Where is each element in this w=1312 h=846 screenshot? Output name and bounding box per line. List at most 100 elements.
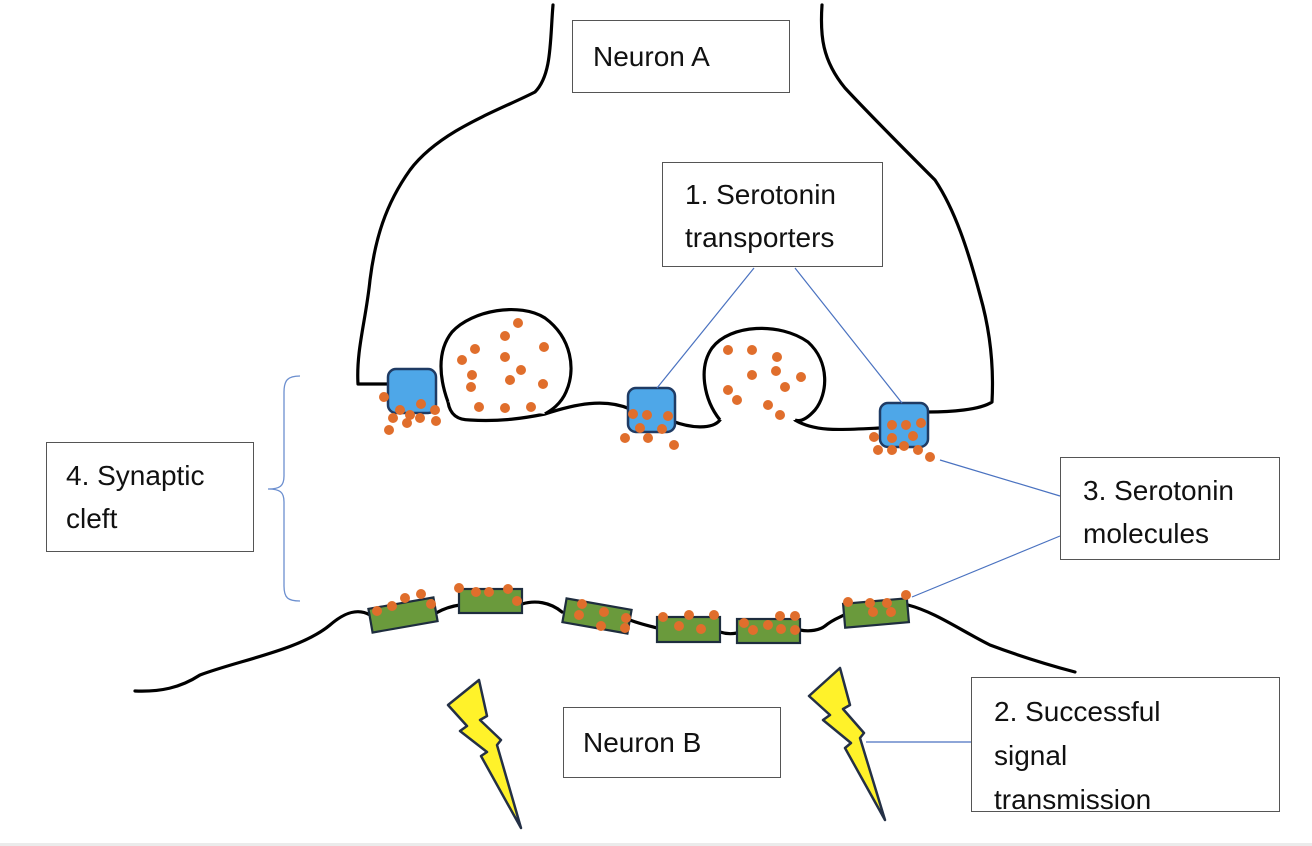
receptor <box>655 615 722 644</box>
serotonin-molecule <box>500 331 510 341</box>
serotonin-molecule <box>913 445 923 455</box>
serotonin-molecule <box>732 395 742 405</box>
serotonin-molecule <box>513 318 523 328</box>
label-line: 1. Serotonin <box>685 179 836 210</box>
serotonin-molecule <box>739 618 749 628</box>
serotonin-molecule <box>426 599 436 609</box>
serotonin-molecule <box>574 610 584 620</box>
serotonin-molecule <box>775 410 785 420</box>
label-line: transmission <box>994 784 1152 815</box>
serotonin-molecule <box>843 597 853 607</box>
serotonin-molecule <box>388 413 398 423</box>
serotonin-molecule <box>500 352 510 362</box>
serotonin-molecule <box>596 621 606 631</box>
serotonin-molecule <box>505 375 515 385</box>
serotonin-molecule <box>772 352 782 362</box>
serotonin-molecule <box>454 583 464 593</box>
neuron-a-outline <box>356 3 995 432</box>
serotonin-molecule <box>516 365 526 375</box>
serotonin-molecule <box>628 409 638 419</box>
label-line: cleft <box>66 503 118 534</box>
serotonin-molecule <box>620 623 630 633</box>
serotonin-molecule <box>430 405 440 415</box>
synaptic-cleft-label: 4. Synaptic cleft <box>46 442 254 552</box>
serotonin-molecule <box>696 624 706 634</box>
serotonin-molecule <box>599 607 609 617</box>
serotonin-transporters-label: 1. Serotonin transporters <box>662 162 883 267</box>
serotonin-molecule <box>384 425 394 435</box>
serotonin-molecule <box>484 587 494 597</box>
serotonin-molecule <box>790 611 800 621</box>
serotonin-molecule <box>466 382 476 392</box>
serotonin-molecule <box>776 624 786 634</box>
serotonin-molecule <box>887 445 897 455</box>
label-line: 4. Synaptic <box>66 460 205 491</box>
serotonin-molecule <box>901 590 911 600</box>
serotonin-molecule <box>886 607 896 617</box>
serotonin-molecule <box>470 344 480 354</box>
serotonin-molecule <box>796 372 806 382</box>
serotonin-molecule <box>431 416 441 426</box>
serotonin-molecule <box>790 625 800 635</box>
serotonin-molecule <box>747 345 757 355</box>
serotonin-molecule <box>709 610 719 620</box>
serotonin-molecule <box>674 621 684 631</box>
lightning-bolt-right <box>807 666 887 822</box>
serotonin-molecule <box>539 342 549 352</box>
serotonin-molecule <box>416 399 426 409</box>
neuron-b-outline <box>133 600 1077 693</box>
neuron-a-text: Neuron A <box>593 41 710 72</box>
serotonin-molecule <box>503 584 513 594</box>
serotonin-molecule <box>747 370 757 380</box>
label-line: transporters <box>685 222 835 253</box>
serotonin-molecule <box>416 589 426 599</box>
serotonin-molecule <box>899 441 909 451</box>
neuron-b-label: Neuron B <box>563 707 781 778</box>
neuron-b-text: Neuron B <box>583 727 702 758</box>
serotonin-molecule <box>635 423 645 433</box>
label-line: molecules <box>1083 518 1210 549</box>
serotonin-molecule <box>471 587 481 597</box>
label-line: 3. Serotonin <box>1083 475 1234 506</box>
serotonin-molecule <box>865 598 875 608</box>
serotonin-molecule <box>395 405 405 415</box>
serotonin-molecule <box>467 370 477 380</box>
synaptic-cleft-bracket <box>267 375 301 602</box>
lightning-bolt-left <box>446 678 523 830</box>
serotonin-molecule <box>901 420 911 430</box>
label-line: 2. Successful <box>994 696 1161 727</box>
serotonin-molecule <box>669 440 679 450</box>
serotonin-molecule <box>577 599 587 609</box>
serotonin-molecule <box>663 411 673 421</box>
receptor <box>367 596 439 634</box>
serotonin-molecule <box>621 613 631 623</box>
leader-line-molecules-top <box>939 459 1061 497</box>
serotonin-molecule <box>780 382 790 392</box>
serotonin-molecule <box>771 366 781 376</box>
serotonin-molecule <box>400 593 410 603</box>
serotonin-molecules <box>372 318 935 635</box>
serotonin-molecule <box>643 433 653 443</box>
serotonin-molecule <box>887 420 897 430</box>
label-line: signal <box>994 740 1068 771</box>
serotonin-molecule <box>657 424 667 434</box>
serotonin-molecule <box>379 392 389 402</box>
leader-line-molecules-bottom <box>911 535 1061 598</box>
page-edge <box>0 843 1312 846</box>
serotonin-molecule <box>868 607 878 617</box>
serotonin-molecule <box>415 413 425 423</box>
serotonin-molecule <box>526 402 536 412</box>
serotonin-molecule <box>763 620 773 630</box>
neuron-a-label: Neuron A <box>572 20 790 93</box>
serotonin-molecule <box>642 410 652 420</box>
serotonin-molecule <box>925 452 935 462</box>
leader-line-transporter-right <box>794 267 903 404</box>
successful-signal-label: 2. Successful signal transmission <box>971 677 1280 815</box>
serotonin-molecule <box>500 403 510 413</box>
serotonin-molecule <box>748 625 758 635</box>
serotonin-molecule <box>474 402 484 412</box>
serotonin-molecule <box>723 345 733 355</box>
serotonin-molecule <box>402 418 412 428</box>
serotonin-molecule <box>658 612 668 622</box>
serotonin-molecule <box>457 355 467 365</box>
